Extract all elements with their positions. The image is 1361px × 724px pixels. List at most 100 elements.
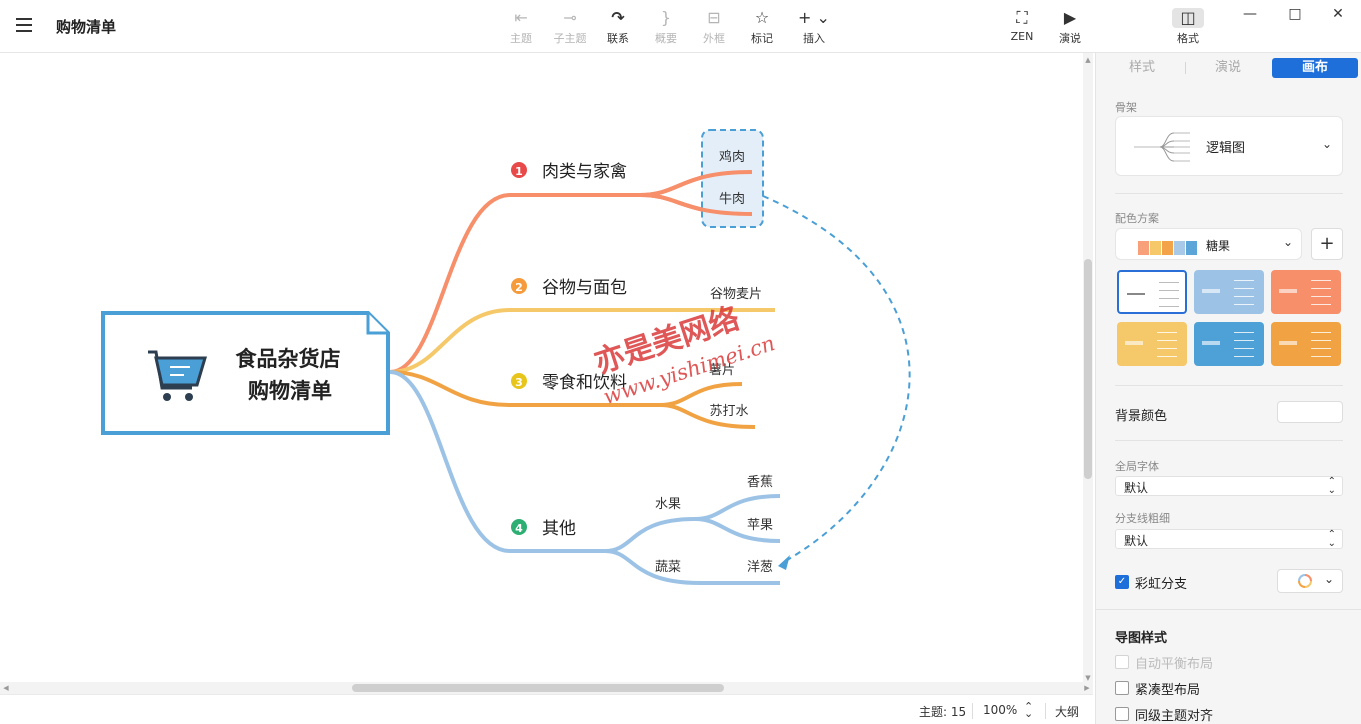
skeleton-dropdown[interactable]: 逻辑图 ⌄ [1115,116,1343,176]
maximize-icon[interactable]: □ [1288,6,1302,22]
boundary-button[interactable]: ⊟ 外框 [690,8,738,48]
theme-thumb-4[interactable] [1117,322,1187,366]
branch-label-3: 零食和饮料 [542,373,627,393]
rainbow-branch-checkbox[interactable]: ✓ [1115,575,1129,589]
topic-count: 主题: 15 [919,705,967,719]
branch-topic-3[interactable]: 3 零食和饮料 [511,373,627,393]
zen-button[interactable]: ⛶ ZEN [998,8,1046,48]
theme-thumb-1[interactable] [1117,270,1187,314]
outline-button[interactable]: 大纲 [1055,705,1080,719]
summary-button[interactable]: } 概要 [642,8,690,48]
map-style-label: 导图样式 [1115,631,1168,646]
subtopic-icon: ⊸ [563,8,577,27]
branch-topic-4[interactable]: 4 其他 [511,519,576,539]
leaf-topic-apple[interactable]: 苹果 [747,518,773,533]
boundary-box-icon: ⊟ [707,8,721,27]
add-color-scheme-button[interactable]: + [1311,228,1343,260]
branch-topic-2[interactable]: 2 谷物与面包 [511,278,627,298]
relationship-button[interactable]: ↷ 联系 [594,8,642,48]
leaf-topic-soda[interactable]: 苏打水 [709,403,748,419]
shopping-cart-icon [148,350,208,401]
leaf-topic-chips[interactable]: 薯片 [709,363,735,378]
leaf-topic-banana[interactable]: 香蕉 [747,475,773,490]
theme-thumb-3[interactable] [1271,270,1341,314]
zoom-level[interactable]: 100% [983,703,1018,717]
document-title: 购物清单 [56,18,117,36]
marker-button[interactable]: ☆ 标记 [738,8,786,48]
scroll-left-icon[interactable]: ◀ [3,684,9,692]
format-panel-icon: ◫ [1172,8,1204,28]
leaf-topic-onion[interactable]: 洋葱 [747,560,773,575]
panel-tabs: 样式 演说 画布 [1096,53,1361,83]
scroll-right-icon[interactable]: ▶ [1084,684,1090,692]
relationship-line[interactable] [762,195,911,564]
insert-button[interactable]: + ⌄ 插入 [790,8,838,48]
theme-thumb-5[interactable] [1194,322,1264,366]
branch-line-1 [389,193,640,374]
badge-text-1: 1 [515,165,523,178]
swatch [1138,241,1149,255]
plus-chevron-icon: + ⌄ [798,8,830,27]
horizontal-scroll-thumb[interactable] [352,684,724,692]
subtopic-vegetable[interactable]: 蔬菜 [655,560,681,575]
compact-layout-checkbox[interactable] [1115,681,1129,695]
leaf-topic-chicken[interactable]: 鸡肉 [719,149,745,165]
central-topic-line1[interactable]: 食品杂货店 [236,347,341,371]
fullscreen-icon: ⛶ [1016,8,1028,27]
subbranch-line-fruit [604,517,696,553]
minimize-icon[interactable]: — [1243,6,1257,22]
theme-thumb-2[interactable] [1194,270,1264,314]
auto-balance-checkbox[interactable] [1115,655,1129,669]
leaf-topic-cereal[interactable]: 谷物麦片 [710,287,762,302]
relationship-arrowhead [778,555,790,570]
central-topic-line2[interactable]: 购物清单 [248,379,332,403]
chevron-down-icon: ⌄ [1323,572,1334,586]
vertical-scroll-thumb[interactable] [1084,259,1092,479]
align-siblings-checkbox[interactable] [1115,707,1129,721]
scroll-down-icon[interactable]: ▼ [1085,674,1091,682]
theme-thumb-6[interactable] [1271,322,1341,366]
format-panel: 样式 演说 画布 骨架 逻辑图 ⌄ 配色方案 糖果 ⌄ + [1095,53,1361,724]
badge-text-3: 3 [515,376,523,389]
subtopic-fruit[interactable]: 水果 [655,497,681,512]
rainbow-style-dropdown[interactable]: ⌄ [1277,569,1343,593]
tab-pitch[interactable]: 演说 [1214,60,1241,75]
updown-chevron-icon: ⌃⌄ [1327,529,1336,549]
color-scheme-dropdown[interactable]: 糖果 ⌄ [1115,228,1302,260]
tab-style[interactable]: 样式 [1128,60,1155,75]
mindmap-svg: 食品杂货店 购物清单 1 肉类与家禽 2 谷物与面包 3 零食和饮料 4 [101,129,911,585]
pitch-button[interactable]: ▶ 演说 [1046,8,1094,48]
zoom-stepper-icon[interactable]: ⌃⌄ [1024,700,1034,720]
mindmap-canvas[interactable]: 食品杂货店 购物清单 1 肉类与家禽 2 谷物与面包 3 零食和饮料 4 [0,53,1083,685]
scroll-up-icon[interactable]: ▲ [1085,56,1091,64]
branch-label-4: 其他 [542,519,576,539]
format-button[interactable]: ◫ 格式 [1164,8,1212,48]
leaf-line-apple [694,517,781,543]
branch-width-value: 默认 [1124,534,1149,548]
global-font-value: 默认 [1124,481,1149,495]
branch-width-select[interactable]: 默认 ⌃⌄ [1115,529,1343,549]
branch-line-3 [389,370,660,407]
tab-canvas[interactable]: 画布 [1272,58,1358,78]
topic-button[interactable]: ⇤ 主题 [497,8,545,48]
status-divider [972,703,973,719]
central-topic-box[interactable] [101,311,390,435]
color-scheme-value: 糖果 [1206,239,1231,253]
leaf-topic-beef[interactable]: 牛肉 [719,192,745,207]
horizontal-scrollbar[interactable]: ◀ ▶ [0,682,1093,694]
hamburger-menu-icon[interactable] [14,14,36,36]
background-color-picker[interactable] [1277,401,1343,423]
color-scheme-swatches [1138,240,1198,255]
selection-boundary[interactable] [701,129,764,228]
leaf-line-banana [694,494,781,521]
branch-topic-1[interactable]: 1 肉类与家禽 [511,162,627,182]
branch-line-4 [389,370,605,553]
close-icon[interactable]: ✕ [1332,6,1344,22]
vertical-scrollbar[interactable]: ▲ ▼ [1083,53,1093,685]
logic-chart-icon [1134,132,1190,162]
badge-text-2: 2 [515,281,523,294]
subtopic-button[interactable]: ⊸ 子主题 [546,8,594,48]
global-font-select[interactable]: 默认 ⌃⌄ [1115,476,1343,496]
updown-chevron-icon: ⌃⌄ [1327,476,1336,496]
relationship-curve-icon: ↷ [611,8,625,27]
